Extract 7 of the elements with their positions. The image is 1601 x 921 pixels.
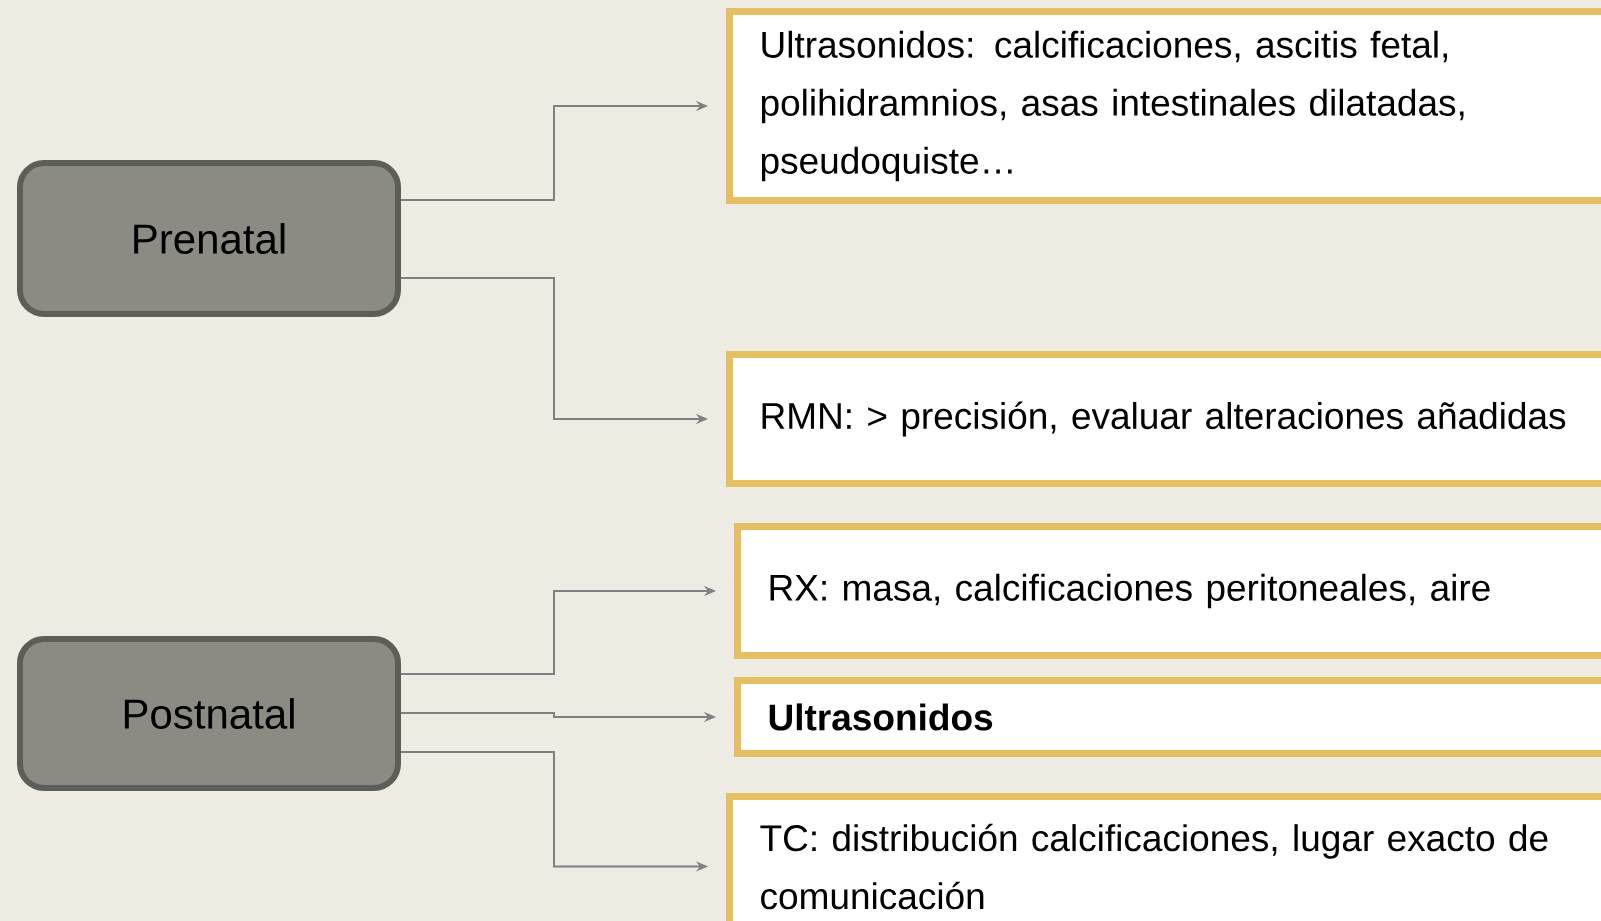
- finding-box: Ultrasonidos: [734, 677, 1601, 757]
- category-box: Prenatal: [17, 160, 401, 317]
- category-box: Postnatal: [17, 636, 401, 791]
- finding-box: Ultrasonidos: calcificaciones, ascitis fetal, polihidramnios, asas intestinales dilatadas, pseudoquiste…: [726, 8, 1601, 204]
- finding-box: RX: masa, calcificaciones peritoneales, aire: [734, 523, 1601, 659]
- finding-box: TC: distribución calcificaciones, lugar exacto de comunicación: [726, 793, 1601, 921]
- finding-box: RMN: > precisión, evaluar alteraciones añadidas: [726, 351, 1601, 487]
